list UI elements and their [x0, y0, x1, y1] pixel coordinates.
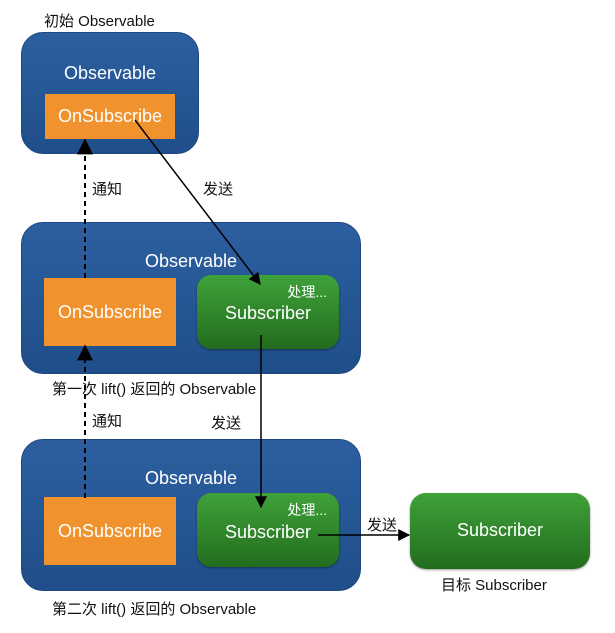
send-label-right: 发送 — [367, 517, 398, 534]
observable-title: Observable — [63, 63, 157, 83]
initial-observable-box: Observable OnSubscribe — [21, 32, 199, 154]
subscriber-box: 处理... Subscriber — [197, 493, 339, 567]
processing-label: 处理... — [287, 502, 327, 518]
initial-observable-caption: 初始 Observable — [44, 13, 155, 30]
subscriber-label: Subscriber — [224, 522, 312, 542]
subscriber-label: Subscriber — [224, 303, 312, 323]
observable-title: Observable — [144, 468, 238, 488]
onsubscribe-box: OnSubscribe — [44, 278, 176, 346]
first-lift-caption: 第一次 lift() 返回的 Observable — [52, 381, 257, 398]
observable-title: Observable — [144, 251, 238, 271]
send-label-lower: 发送 — [211, 415, 242, 432]
target-subscriber-box: Subscriber — [410, 493, 590, 569]
second-lift-caption: 第二次 lift() 返回的 Observable — [52, 601, 257, 618]
onsubscribe-box: OnSubscribe — [44, 497, 176, 565]
onsubscribe-box: OnSubscribe — [45, 94, 175, 139]
send-label-upper: 发送 — [203, 181, 234, 198]
subscriber-box: 处理... Subscriber — [197, 275, 339, 349]
target-subscriber-caption: 目标 Subscriber — [441, 577, 547, 594]
notify-label-upper: 通知 — [92, 181, 123, 198]
processing-label: 处理... — [287, 284, 327, 300]
notify-label-lower: 通知 — [92, 413, 123, 430]
second-lift-observable-box: Observable OnSubscribe 处理... Subscriber — [21, 439, 361, 591]
subscriber-label: Subscriber — [456, 520, 544, 540]
send-arrow-upper — [134, 119, 261, 285]
